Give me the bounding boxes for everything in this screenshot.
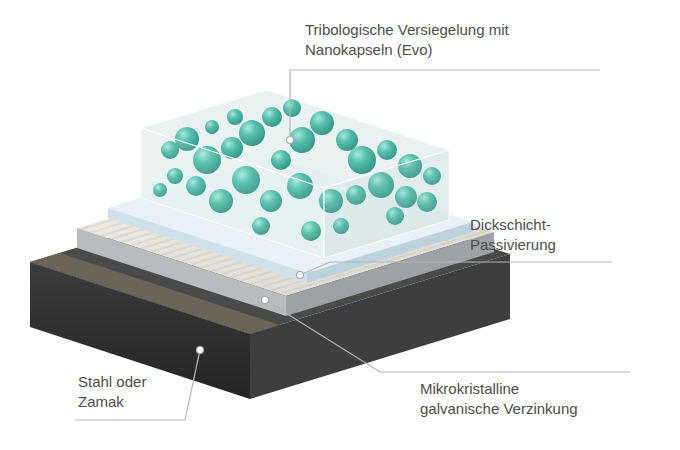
leader-dot (197, 347, 204, 354)
layer-label: Mikrokristalline galvanische Verzinkung (420, 379, 600, 418)
layer-label: Tribologische Versiegelung mit Nanokapse… (305, 20, 510, 59)
leader-dot (262, 297, 269, 304)
leader-dot (287, 137, 294, 144)
leader-line (75, 350, 200, 420)
layer-label: Dickschicht- Passivierung (470, 215, 590, 254)
leader-line (290, 70, 600, 140)
sealing-back (141, 90, 449, 258)
leader-dot (297, 272, 304, 279)
layer-label: Stahl oder Zamak (78, 372, 166, 411)
leader-line (300, 262, 612, 275)
sealing-top (141, 90, 449, 188)
leader-line (265, 300, 630, 372)
